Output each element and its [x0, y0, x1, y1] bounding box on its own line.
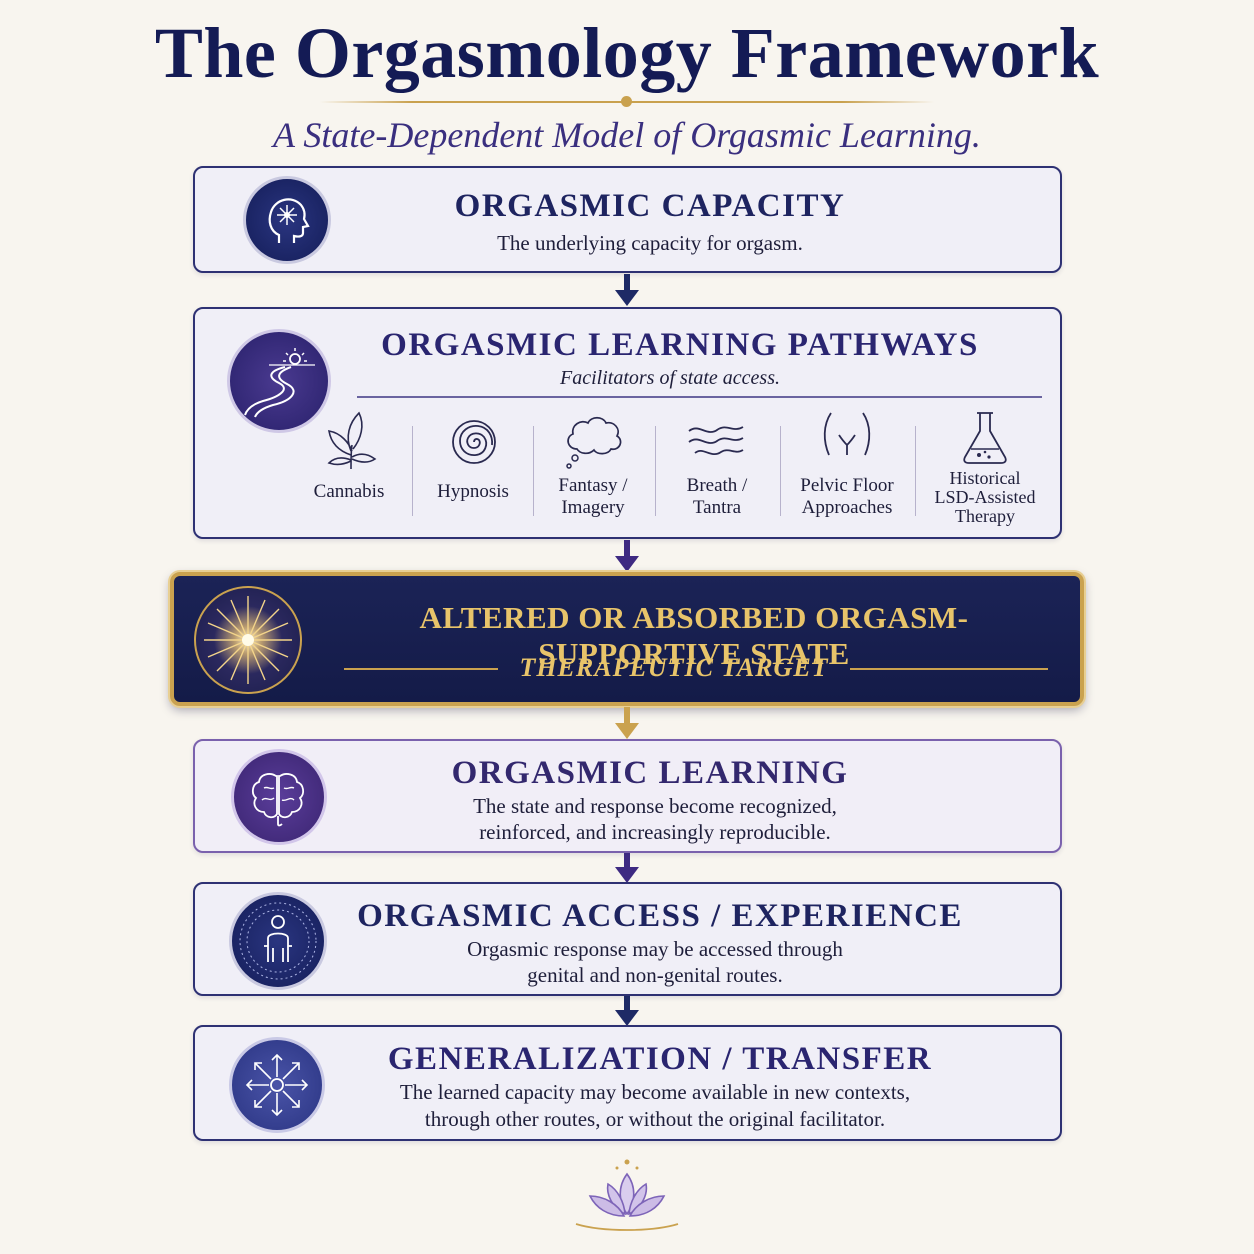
stage-heading: ORGASMIC CAPACITY: [454, 188, 846, 224]
pathway-hypnosis: Hypnosis: [423, 409, 523, 529]
pathway-label: Fantasy /Imagery: [558, 475, 628, 518]
stage-heading: GENERALIZATION / TRANSFER: [387, 1041, 933, 1077]
stage-description-line: Orgasmic response may be accessed throug…: [467, 937, 843, 961]
title-divider-dot: [621, 96, 632, 107]
stage-description-line: The state and response become recognized…: [473, 794, 837, 818]
stage-orgasmic-access: ORGASMIC ACCESS / EXPERIENCE Orgasmic re…: [193, 882, 1062, 996]
breath-waves-icon: [688, 426, 744, 456]
arrow-down-icon: [615, 853, 639, 883]
lotus-icon: [575, 1159, 679, 1231]
arrow-down-icon: [615, 707, 639, 739]
stage-generalization-transfer: GENERALIZATION / TRANSFER The learned ca…: [193, 1025, 1062, 1141]
pathway-separator: [780, 426, 781, 516]
stage-description: The underlying capacity for orgasm.: [497, 231, 803, 255]
target-rule-left: [344, 668, 498, 670]
brain-icon: [231, 749, 327, 845]
pathway-separator: [533, 426, 534, 516]
stage-heading: ORGASMIC LEARNING: [451, 755, 849, 791]
head-star-icon: [243, 176, 331, 264]
stage-description-line: The learned capacity may become availabl…: [399, 1080, 911, 1104]
flask-icon: [963, 412, 1007, 464]
pathway-breath: Breath /Tantra: [667, 409, 767, 529]
cannabis-leaf-icon: [327, 411, 377, 470]
arrow-down-icon: [615, 996, 639, 1026]
stage-description-line: reinforced, and increasingly reproducibl…: [479, 820, 831, 844]
pathway-cannabis: Cannabis: [299, 409, 399, 529]
stage-learning-pathways: ORGASMIC LEARNING PATHWAYS Facilitators …: [193, 307, 1062, 539]
stage-description-line: through other routes, or without the ori…: [424, 1107, 886, 1131]
stage-heading: ORGASMIC ACCESS / EXPERIENCE: [357, 898, 963, 934]
pathways-divider: [357, 396, 1042, 398]
spiral-icon: [452, 420, 496, 464]
pathway-separator: [655, 426, 656, 516]
stage-orgasmic-capacity: ORGASMIC CAPACITY The underlying capacit…: [193, 166, 1062, 273]
starburst-icon: [194, 586, 302, 694]
target-label: THERAPEUTIC TARGET: [519, 653, 829, 682]
pathway-separator: [412, 426, 413, 516]
pathway-label: Hypnosis: [437, 481, 509, 502]
arrow-down-icon: [615, 274, 639, 306]
pelvis-icon: [823, 412, 871, 456]
arrow-down-icon: [615, 540, 639, 572]
winding-path-sun-icon: [227, 329, 331, 433]
page-subtitle: A State-Dependent Model of Orgasmic Lear…: [273, 115, 981, 155]
target-rule-right: [850, 668, 1048, 670]
person-aura-icon: [229, 892, 327, 990]
radiating-arrows-icon: [229, 1037, 325, 1133]
page-title: The Orgasmology Framework: [154, 13, 1100, 93]
pathway-separator: [915, 426, 916, 516]
stage-heading: ALTERED OR ABSORBED ORGASM-SUPPORTIVE ST…: [419, 600, 969, 671]
thought-cloud-icon: [566, 416, 622, 469]
stage-description: Facilitators of state access.: [560, 367, 780, 389]
stage-therapeutic-target: ALTERED OR ABSORBED ORGASM-SUPPORTIVE ST…: [170, 572, 1084, 706]
stage-description-line: genital and non-genital routes.: [527, 963, 783, 987]
pathway-label: Cannabis: [313, 481, 385, 502]
stage-heading: ORGASMIC LEARNING PATHWAYS: [381, 327, 979, 363]
pathway-fantasy: Fantasy /Imagery: [543, 409, 643, 529]
stage-orgasmic-learning: ORGASMIC LEARNING The state and response…: [193, 739, 1062, 853]
pathway-label: Breath /Tantra: [686, 475, 748, 518]
